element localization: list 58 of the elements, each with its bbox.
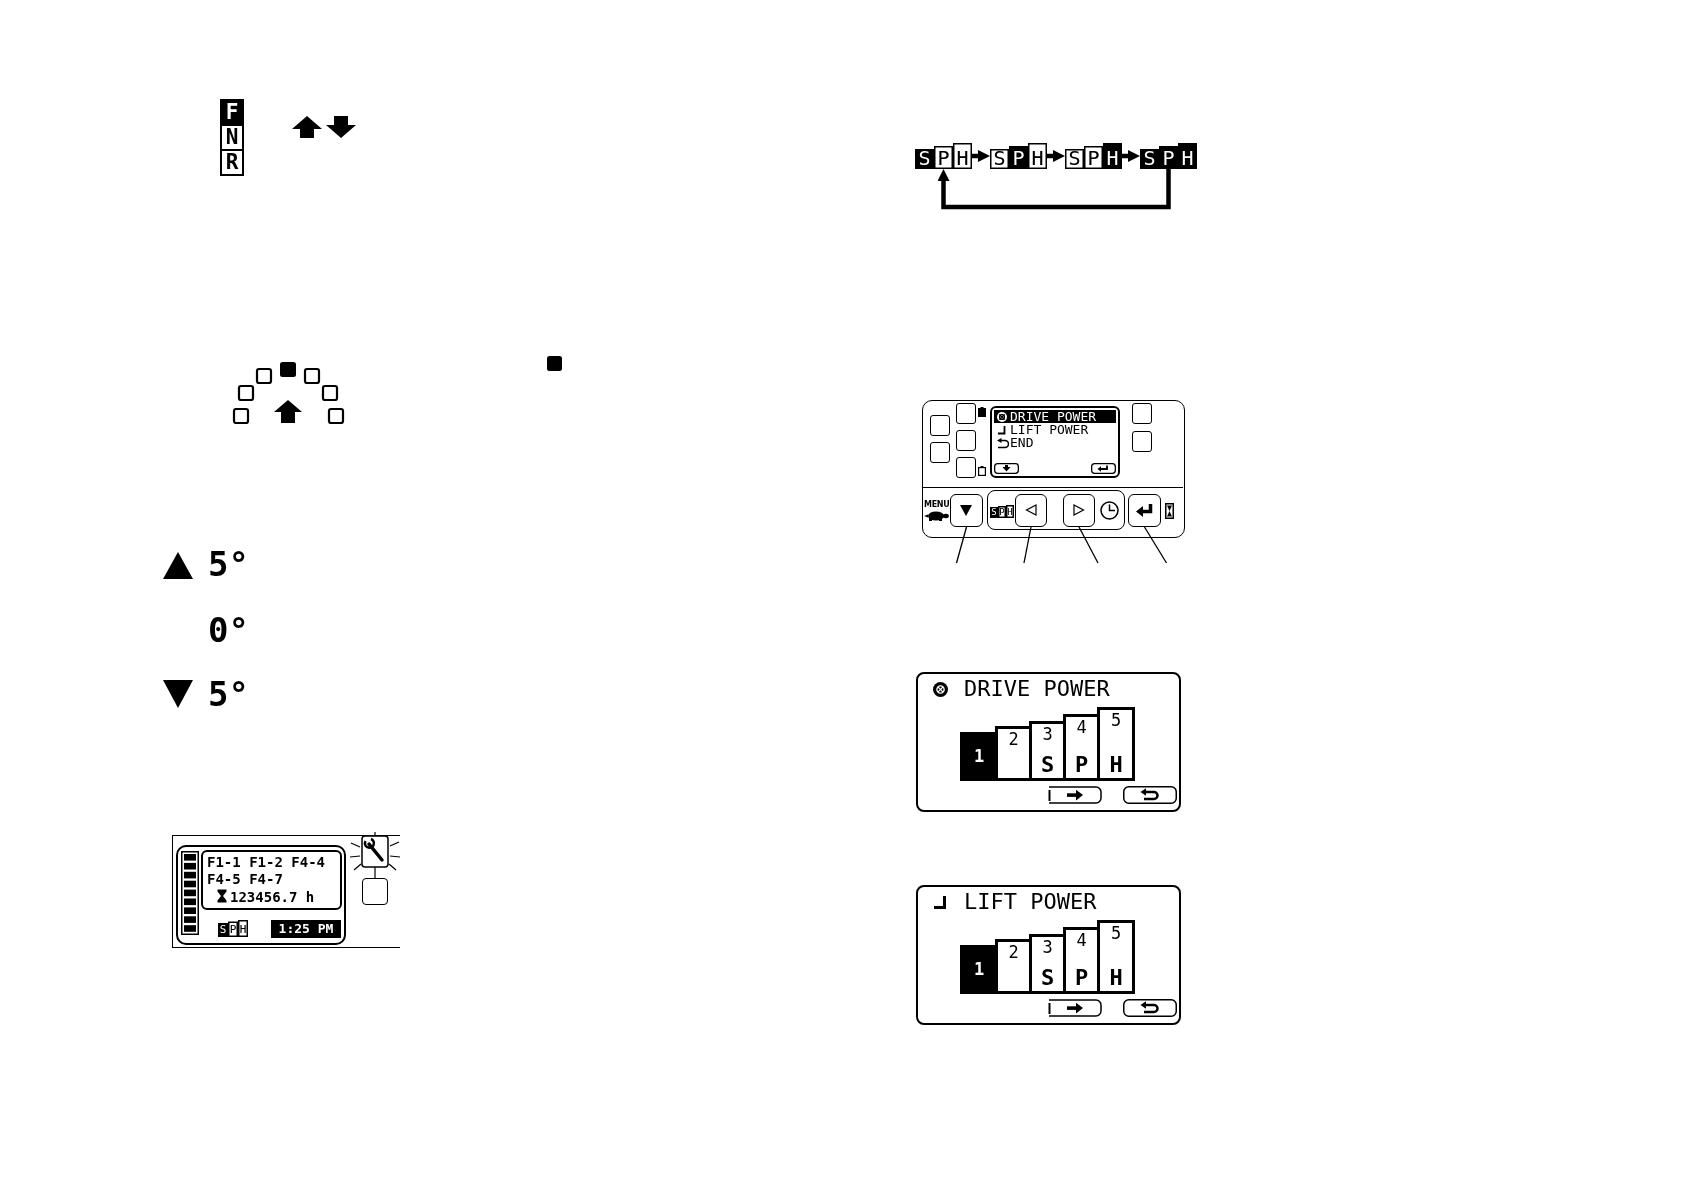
angle-value: 5° <box>208 546 249 582</box>
mode-letter: S <box>1039 966 1056 990</box>
push-button <box>1063 494 1095 527</box>
gear-letter: N <box>220 124 244 151</box>
lcd-display <box>176 845 346 945</box>
menu-screen <box>990 406 1120 478</box>
push-button <box>950 494 983 527</box>
level-bar <box>1097 920 1135 994</box>
message-window <box>201 850 342 910</box>
menu-item: END <box>1010 436 1034 449</box>
angle-value: 0° <box>208 612 249 648</box>
mode-letter: H <box>1108 753 1124 777</box>
level-bar <box>1029 721 1066 781</box>
menu-item: DRIVE POWER <box>1010 410 1097 423</box>
screen-title: DRIVE POWER <box>964 677 1110 701</box>
angle-value: 5° <box>208 676 249 712</box>
level-bar: 2 <box>995 726 1032 781</box>
level-bar <box>1063 927 1100 994</box>
level-number: 5 <box>1109 710 1123 730</box>
level-number: 3 <box>1041 937 1054 957</box>
menu-item: LIFT POWER <box>1010 423 1089 436</box>
arrow <box>1047 150 1065 162</box>
mode-indicator: SPH <box>990 505 1014 518</box>
clock-display: 1:25 PM <box>271 920 341 938</box>
level-number: 4 <box>1075 717 1088 737</box>
level-number: 3 <box>1041 724 1054 744</box>
gear-letter: F <box>220 99 244 126</box>
gear-letter: R <box>220 149 244 176</box>
arrow <box>937 169 1171 210</box>
level-bar <box>1029 934 1066 994</box>
error-codes: F1-1 F1-2 F4-4 F4-5 F4-7 <box>207 854 326 888</box>
lcd-screen <box>916 672 1181 812</box>
leader-line <box>955 526 968 564</box>
mode-letter: S <box>1039 753 1056 777</box>
hour-meter: 123456.7 h <box>230 888 315 905</box>
arrow <box>972 150 990 162</box>
level-bar: 1 <box>960 732 998 781</box>
push-button <box>1015 494 1047 527</box>
mode-indicator: SPH <box>218 920 248 937</box>
control-panel <box>922 400 1185 538</box>
lcd-screen <box>916 885 1181 1025</box>
leader-line <box>1078 526 1099 564</box>
push-button <box>1128 494 1161 527</box>
mode-letter: P <box>1073 753 1090 777</box>
level-bar <box>1097 707 1135 781</box>
level-bar: 2 <box>995 939 1032 994</box>
mode-letter: P <box>1073 966 1090 990</box>
arrow <box>1122 150 1140 162</box>
leader-line <box>1023 526 1032 564</box>
level-number: 4 <box>1075 930 1088 950</box>
level-number: 5 <box>1109 923 1123 943</box>
level-bar: 1 <box>960 945 998 994</box>
level-bar <box>1063 714 1100 781</box>
screen-title: LIFT POWER <box>964 890 1097 914</box>
mode-indicator: SPH <box>1140 143 1197 169</box>
leader-line <box>1143 526 1168 564</box>
mode-letter: H <box>1108 966 1124 990</box>
button-caption: MENU <box>924 500 950 509</box>
